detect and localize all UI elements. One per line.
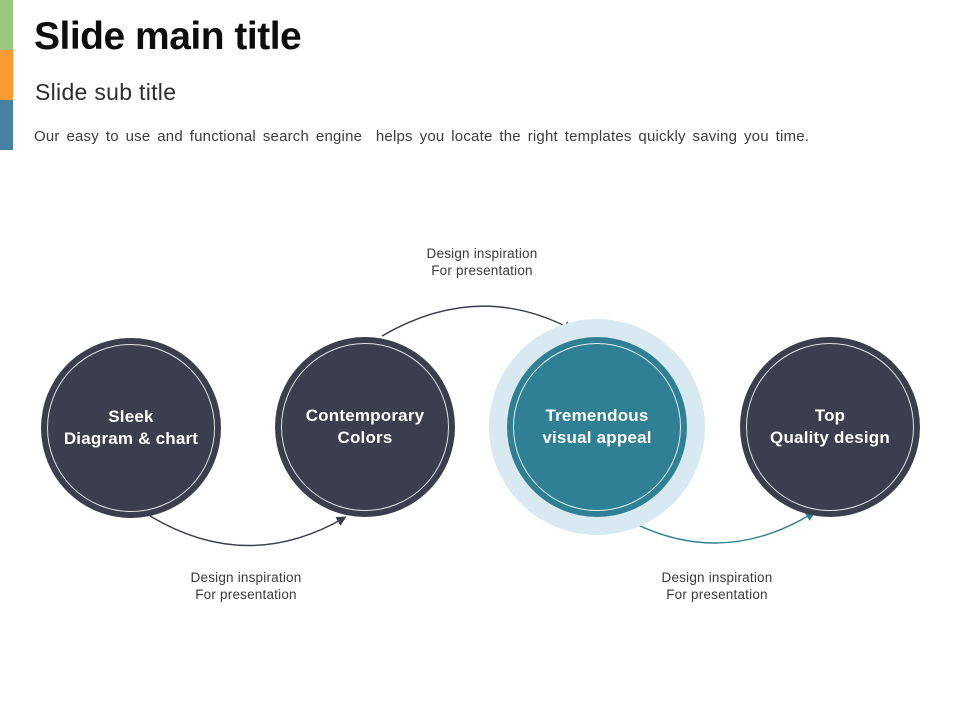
connector-label-bottom-left: Design inspiration For presentation <box>136 570 356 603</box>
connector-label-line1: Design inspiration <box>426 246 538 261</box>
connector-label-top: Design inspiration For presentation <box>372 246 592 279</box>
node-contemporary-colors: Contemporary Colors <box>275 337 455 517</box>
node-label: Tremendous visual appeal <box>528 405 665 449</box>
node-label: Sleek Diagram & chart <box>50 406 212 450</box>
node-top-quality-design: Top Quality design <box>740 337 920 517</box>
accent-segment-blue <box>0 100 13 150</box>
node-label: Top Quality design <box>756 405 904 449</box>
accent-segment-green <box>0 0 13 50</box>
slide-description: Our easy to use and functional search en… <box>34 128 810 145</box>
arrow-bottom-left-curve <box>149 515 347 547</box>
accent-bar <box>0 0 13 150</box>
node-tremendous-visual-appeal: Tremendous visual appeal <box>507 337 687 517</box>
connector-label-line1: Design inspiration <box>190 570 302 585</box>
node-label-line2: Quality design <box>770 428 890 447</box>
node-label-line1: Tremendous <box>545 406 649 425</box>
node-label-line1: Top <box>814 406 846 425</box>
node-label-line1: Sleek <box>108 407 154 426</box>
node-sleek-diagram-chart: Sleek Diagram & chart <box>41 338 221 518</box>
accent-segment-orange <box>0 50 13 100</box>
node-label-line2: visual appeal <box>542 428 652 447</box>
connector-label-line2: For presentation <box>431 262 533 278</box>
slide-title: Slide main title <box>34 15 302 58</box>
connector-label-line1: Design inspiration <box>661 570 773 585</box>
node-label: Contemporary Colors <box>292 405 439 449</box>
node-label-line1: Contemporary <box>305 406 425 425</box>
connector-label-line2: For presentation <box>666 586 768 602</box>
arrow-top-curve <box>381 305 574 337</box>
slide-subtitle: Slide sub title <box>35 79 177 105</box>
node-label-line2: Diagram & chart <box>63 429 199 448</box>
connector-label-line2: For presentation <box>195 586 297 602</box>
connector-label-bottom-right: Design inspiration For presentation <box>607 570 827 603</box>
node-label-line2: Colors <box>337 428 393 447</box>
